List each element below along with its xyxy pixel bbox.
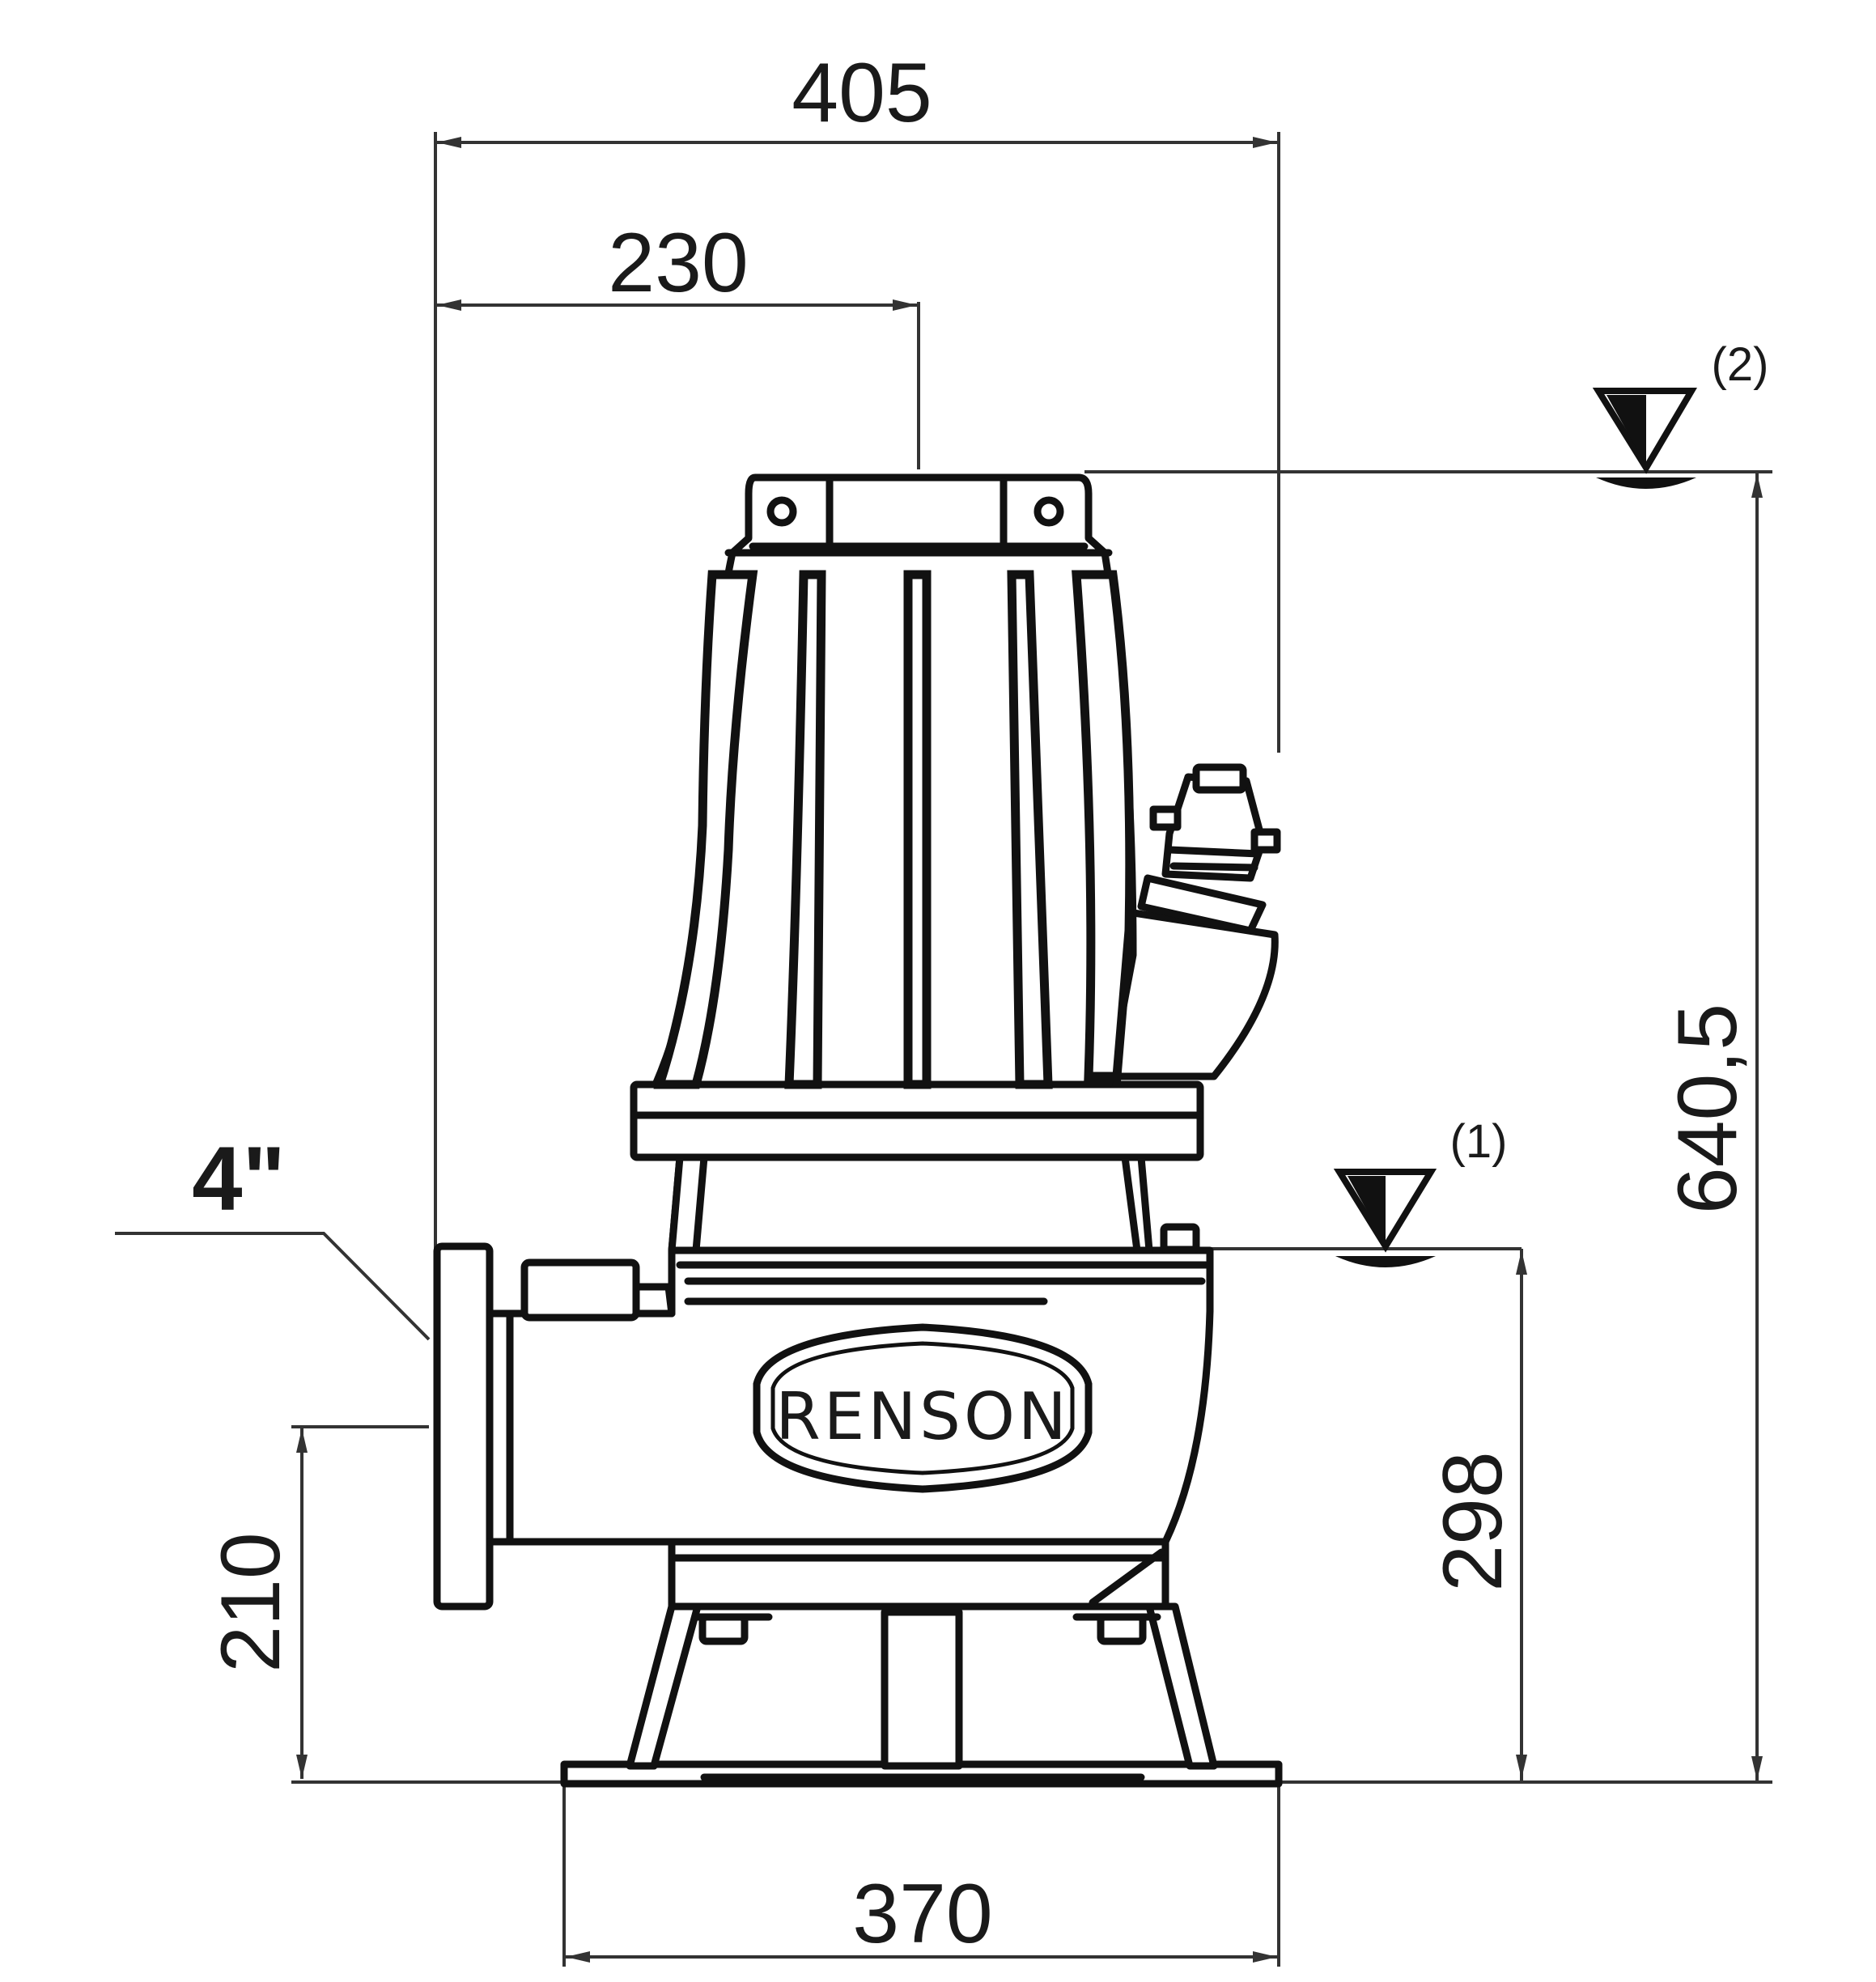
dimension-label-640-5: 640,5 bbox=[1661, 1004, 1755, 1214]
motor-neck bbox=[668, 1153, 1149, 1254]
renson-logo: RENSON bbox=[753, 1323, 1093, 1493]
dimension-label-298: 298 bbox=[1426, 1451, 1520, 1592]
renson-logo-text: RENSON bbox=[775, 1379, 1070, 1454]
dimension-label-210: 210 bbox=[204, 1532, 298, 1673]
lifting-bolt-icon bbox=[766, 496, 797, 527]
dimension-label-230: 230 bbox=[608, 216, 749, 310]
housing-boss bbox=[520, 1258, 640, 1322]
flange-size-leader: 4" bbox=[115, 1128, 431, 1341]
level-2-label: (2) bbox=[1712, 338, 1769, 391]
motor-flange-ring bbox=[630, 1080, 1204, 1161]
dimension-min-level-height: 298 bbox=[1426, 1249, 1527, 1780]
dimension-label-370: 370 bbox=[852, 1867, 993, 1961]
discharge-flange bbox=[433, 1242, 494, 1611]
dimension-label-405: 405 bbox=[792, 46, 932, 140]
level-1-label: (1) bbox=[1450, 1115, 1508, 1168]
right-leg bbox=[1145, 1602, 1218, 1770]
level-2-marker: (2) bbox=[1084, 338, 1772, 489]
dimension-motor-offset: 230 bbox=[437, 216, 920, 469]
level-1-marker: (1) bbox=[1206, 1115, 1522, 1267]
motor-top-cap bbox=[728, 473, 1109, 557]
lifting-bolt-icon bbox=[1033, 496, 1064, 527]
dimension-total-height: 640,5 bbox=[1661, 473, 1763, 1780]
volute-bottom bbox=[668, 1538, 1169, 1611]
left-leg bbox=[626, 1602, 702, 1770]
dimension-base-width: 370 bbox=[291, 1772, 1772, 1967]
center-post bbox=[881, 1608, 963, 1770]
dimension-overall-width: 405 bbox=[434, 46, 1280, 1343]
flange-size-label: 4" bbox=[192, 1128, 285, 1229]
pump-illustration: RENSON bbox=[433, 473, 1283, 1788]
dimension-outlet-height: 210 bbox=[204, 1425, 429, 1779]
